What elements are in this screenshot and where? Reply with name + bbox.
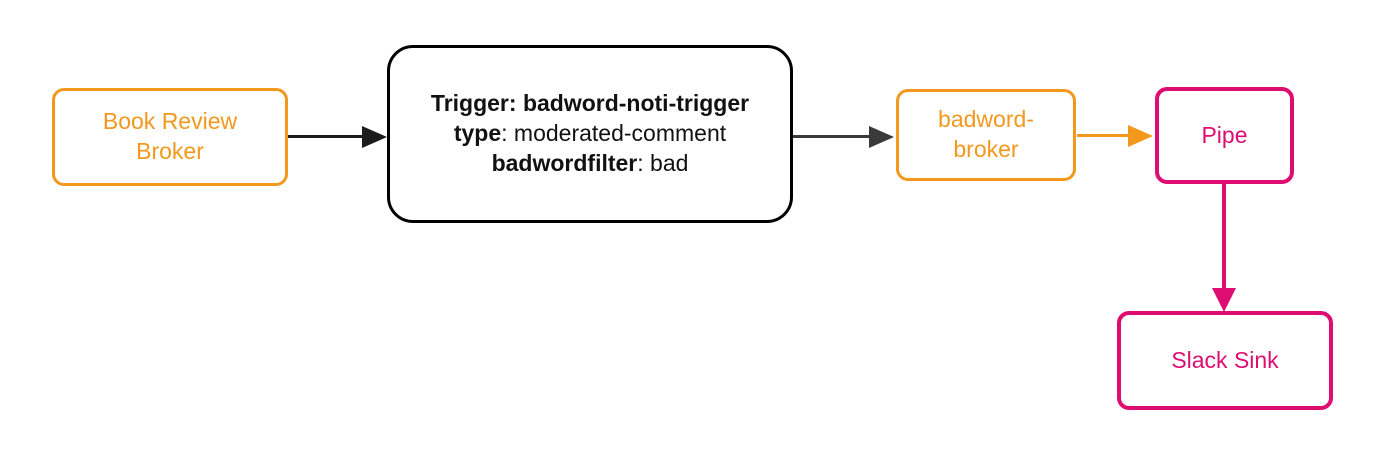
node-pipe[interactable]: Pipe [1155,87,1294,184]
trigger-line-2: type: moderated-comment [454,119,726,149]
edge-line [793,135,873,138]
node-book-review-broker-label: Book Review Broker [102,108,238,164]
trigger-line-3-value: : bad [637,149,689,176]
trigger-line-1: Trigger: badword-noti-trigger [431,89,749,119]
edge-line [288,135,366,138]
trigger-line-2-value: : moderated-comment [501,120,727,147]
edge-line [1222,184,1226,294]
edge-line [1077,134,1132,137]
node-slack-sink[interactable]: Slack Sink [1117,311,1333,410]
trigger-line-3: badwordfilter: bad [492,149,689,179]
arrowhead-right-icon [1128,124,1153,147]
node-trigger[interactable]: Trigger: badword-noti-trigger type: mode… [387,45,793,223]
node-badword-broker-label: badword- broker [938,106,1034,162]
arrowhead-down-icon [1212,288,1236,312]
trigger-line-1-value: badword-noti-trigger [522,90,750,117]
arrowhead-right-icon [362,125,387,148]
node-badword-broker[interactable]: badword- broker [896,89,1076,181]
node-book-review-broker[interactable]: Book Review Broker [52,88,288,186]
node-slack-sink-label: Slack Sink [1171,346,1279,373]
trigger-line-3-key: badwordfilter [491,149,638,176]
trigger-line-2-key: type [453,120,502,147]
arrowhead-right-icon [869,125,894,148]
trigger-line-1-key: Trigger: [430,90,517,117]
node-pipe-label: Pipe [1201,121,1248,148]
